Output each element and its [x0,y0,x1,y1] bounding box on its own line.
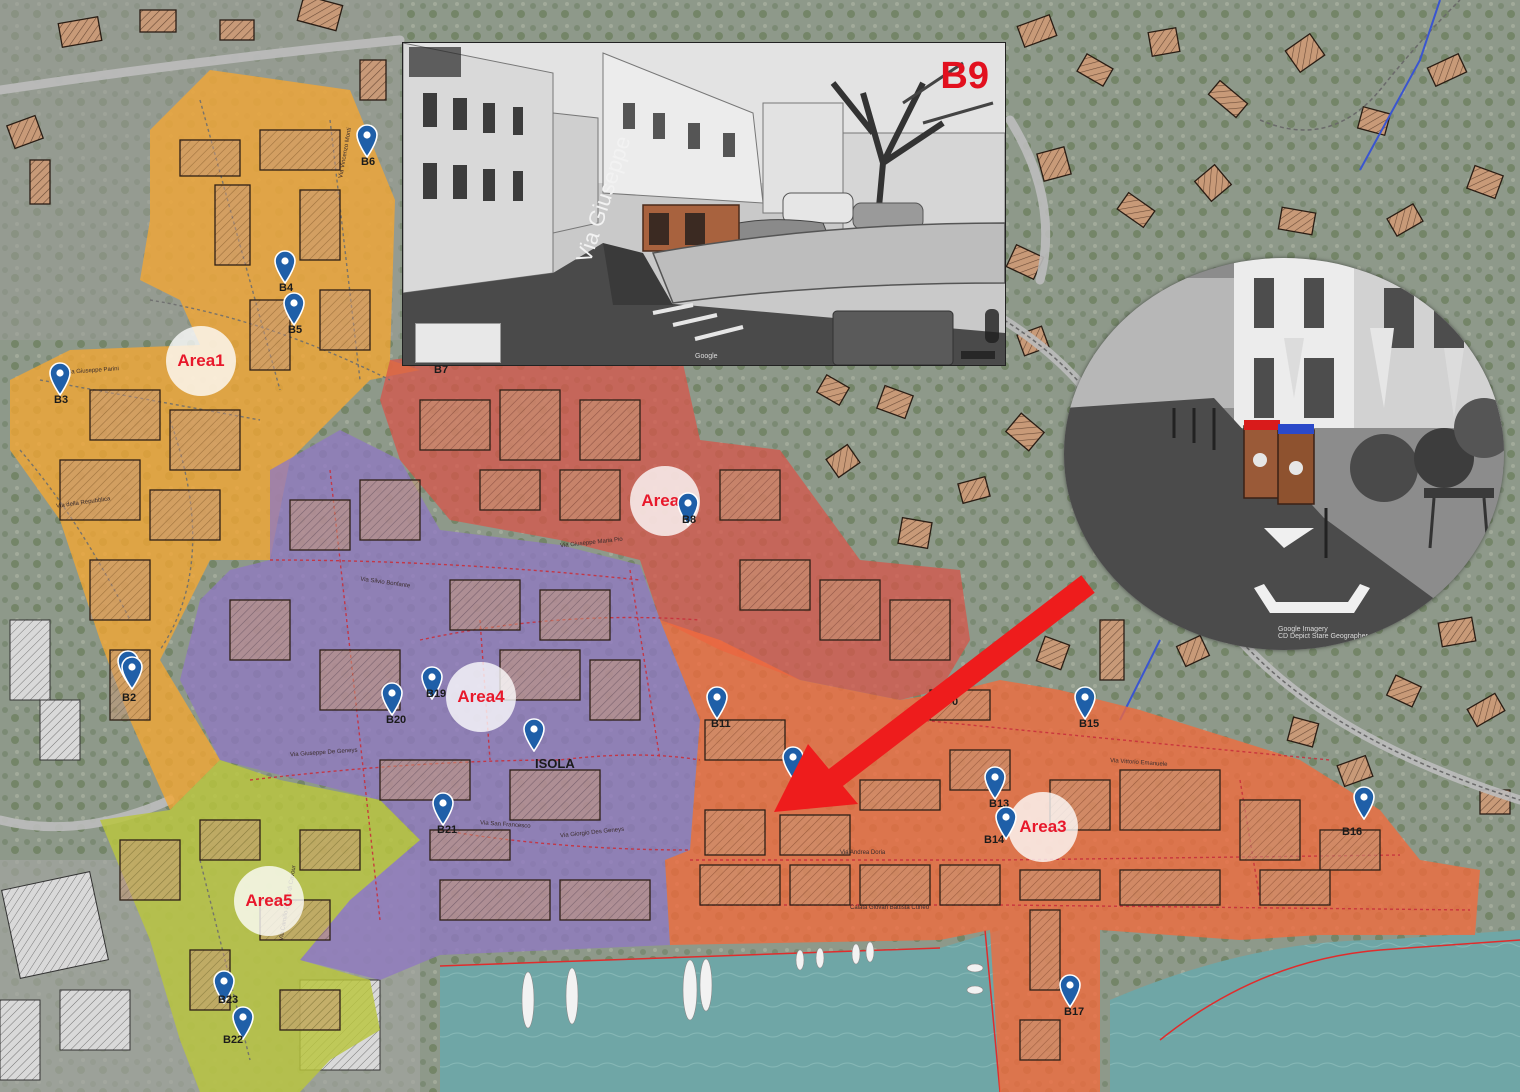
map-pin-icon [283,292,305,326]
marker-label: B15 [1079,718,1100,730]
streetview-minimap[interactable] [415,323,501,363]
area3-text: Area3 [1019,817,1067,836]
marker-label: B4 [279,282,294,294]
marker-label: B21 [437,824,458,836]
district-label: ISOLA [535,756,575,771]
map-pin-icon [274,250,296,284]
area5-label: Area5 [234,866,304,936]
marker-label: 0 [952,696,959,708]
marker-label: B16 [1342,826,1363,838]
streetview-panel[interactable] [409,47,461,77]
area5-text: Area5 [245,891,293,910]
streetview-controls[interactable] [961,351,995,359]
map-pin-icon [232,1006,254,1040]
map-pin-icon [1074,686,1096,720]
map-pin-icon [782,746,804,780]
map-pin-icon [213,970,235,1004]
map-pin-icon [984,766,1006,800]
marker-label: B7 [434,364,449,376]
area3-label: Area3 [1008,792,1078,862]
map-pin-icon [356,124,378,158]
marker-label: B3 [54,394,69,406]
marker-label: B23 [218,994,239,1006]
marker-label: B5 [288,324,303,336]
bin-photo [1064,258,1504,650]
streetview-watermark: Google [695,353,718,360]
map-pin-icon [706,686,728,720]
map-pin-icon [121,656,143,690]
marker-label: B22 [223,1034,244,1046]
area4-label: Area4 [446,662,516,732]
marker-label: B19 [426,688,447,700]
marker-label: B11 [711,718,731,730]
area1-label: Area1 [166,326,236,396]
area4-text: Area4 [457,687,505,706]
marker-label: B8 [682,514,697,526]
streetview-zoom-control[interactable] [985,309,999,343]
streetview-inset[interactable]: B9 Via Giuseppe Google [402,42,1006,366]
street-label: Calata Giovan Battista Cuneo [850,905,930,911]
area2-text: Area2 [641,491,689,510]
map-pin-icon [381,682,403,716]
marker-label: B2 [122,692,137,704]
photo-credit-line1: Google Imagery [1278,626,1328,633]
area1-text: Area1 [177,351,225,370]
street-label: Via Andrea Doria [840,850,886,856]
map-pin-icon [1353,786,1375,820]
map-pin-icon [421,666,443,700]
streetview-photo [403,43,1005,365]
map-pin-icon [677,492,699,526]
map-pin-icon [49,362,71,396]
marker-label: B14 [984,834,1005,846]
marker-label: B17 [1064,1006,1085,1018]
map-pin-icon [995,806,1017,840]
photo-credit-line2: CD Depict Stare Geographer [1278,633,1368,640]
marker-label: B6 [361,156,376,168]
map-pin-icon [432,792,454,826]
streetview-bin-code: B9 [940,55,989,97]
map-pin-icon [523,718,545,752]
map-pin-icon [1059,974,1081,1008]
marker-label: B20 [386,714,407,726]
